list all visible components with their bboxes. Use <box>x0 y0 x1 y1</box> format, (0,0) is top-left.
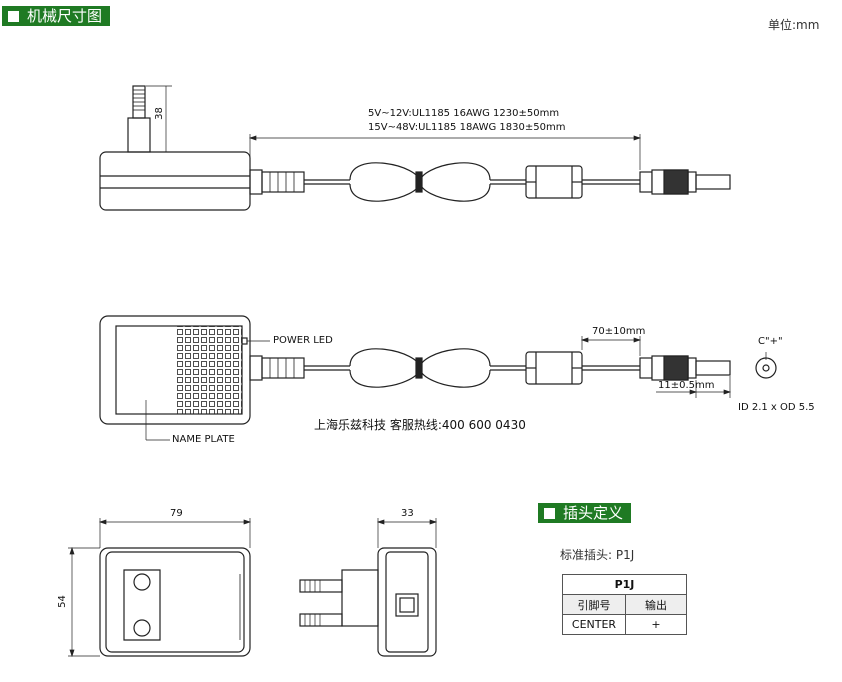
front-view <box>99 547 251 657</box>
polarity-symbol <box>755 352 777 379</box>
dim-height-54-label: 54 <box>56 595 68 608</box>
standard-plug-label: 标准插头: P1J <box>560 548 635 562</box>
dim-79 <box>98 518 252 548</box>
dim-33 <box>376 518 438 548</box>
pin-cell: CENTER <box>562 614 626 635</box>
table-row: CENTER + <box>562 614 687 635</box>
top-cable <box>304 162 731 202</box>
section-badge-mechanical: 机械尺寸图 <box>2 6 111 26</box>
mid-cable <box>304 348 731 388</box>
dim-height-label: 38 <box>153 107 165 120</box>
output-cell: + <box>625 614 687 635</box>
table-row: P1J <box>562 574 687 595</box>
cable-spec-line2: 15V~48V:UL1185 18AWG 1830±50mm <box>368 122 566 133</box>
top-adapter-body <box>99 85 251 211</box>
dim-38 <box>146 85 172 153</box>
section-title: 机械尺寸图 <box>27 7 103 25</box>
side-view <box>299 547 437 657</box>
dim-width-label: 79 <box>170 508 183 519</box>
mid-adapter-body <box>99 315 251 425</box>
cable-spec-line1: 5V~12V:UL1185 16AWG 1230±50mm <box>368 108 560 119</box>
top-strain-relief <box>249 169 305 195</box>
dim-cable-length <box>248 134 642 170</box>
pin-col-header: 引脚号 <box>562 594 626 615</box>
pin-table-header: P1J <box>562 574 687 595</box>
polarity-label: C"+" <box>758 336 783 347</box>
plug-size-label: ID 2.1 x OD 5.5 <box>738 402 815 413</box>
ferrite-distance-label: 70±10mm <box>592 326 646 337</box>
table-row: 引脚号 输出 <box>562 594 687 615</box>
pin-table: P1J 引脚号 输出 CENTER + <box>562 574 687 635</box>
hotline-text: 上海乐兹科技 客服热线:400 600 0430 <box>314 418 526 432</box>
square-icon <box>544 507 555 519</box>
unit-label: 单位:mm <box>768 18 820 32</box>
dim-depth-label: 33 <box>401 508 414 519</box>
power-led-label: POWER LED <box>273 335 333 346</box>
dim-54 <box>68 546 100 658</box>
name-plate-label: NAME PLATE <box>172 434 235 445</box>
square-icon <box>8 10 19 22</box>
plug-definition-title: 插头定义 <box>563 504 624 522</box>
output-col-header: 输出 <box>625 594 687 615</box>
plug-length-label: 11±0.5mm <box>658 380 715 391</box>
section-badge-plug: 插头定义 <box>538 503 632 523</box>
mid-strain-relief <box>249 355 305 381</box>
leader-lines <box>145 336 732 441</box>
